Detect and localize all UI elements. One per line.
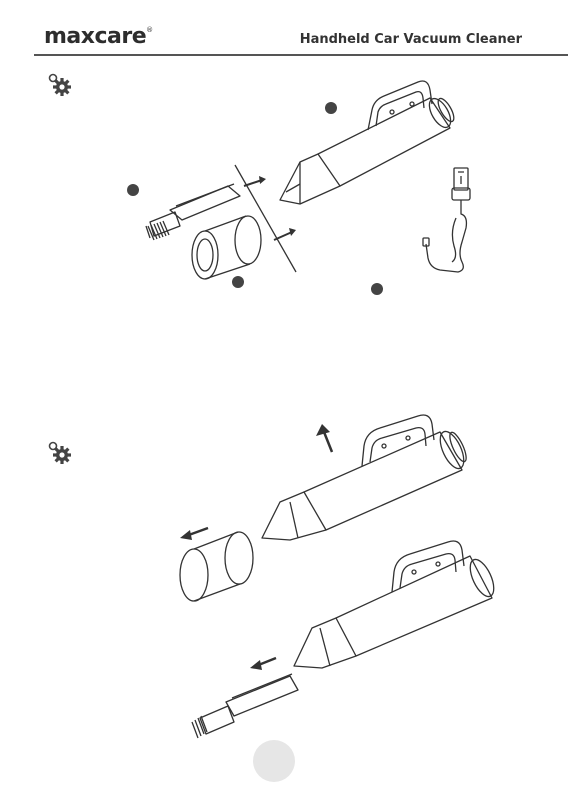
page-number-badge <box>253 740 295 782</box>
filter-cylinder-drawing-2 <box>180 532 253 601</box>
brush-nozzle-drawing-2 <box>192 674 298 738</box>
vacuum-body-drawing-2 <box>262 415 469 540</box>
vacuum-body-drawing-3 <box>294 541 499 668</box>
